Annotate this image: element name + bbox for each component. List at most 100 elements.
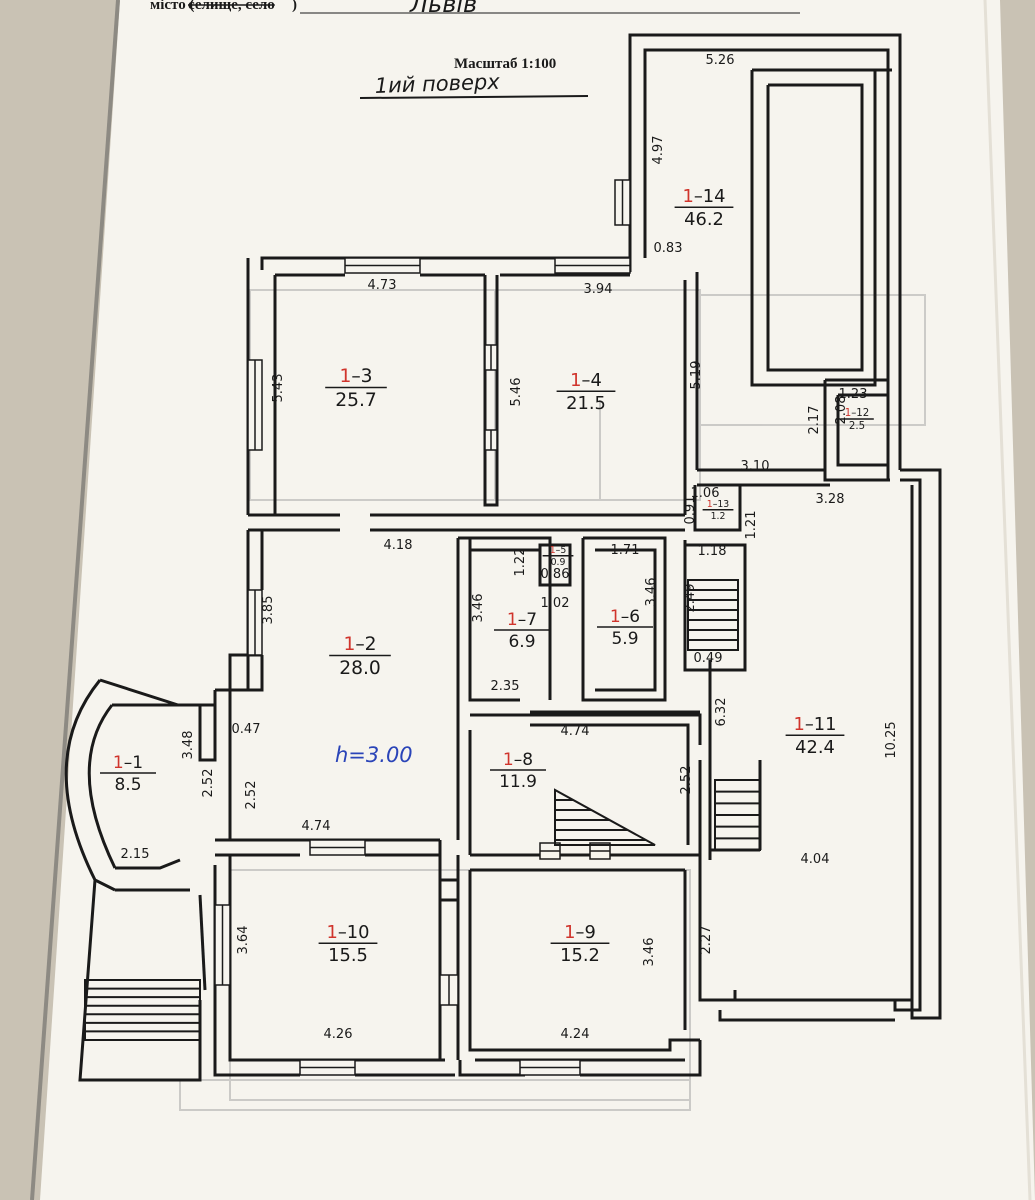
dimension-label: 2.52 xyxy=(244,781,259,810)
room-number-suffix: –12 xyxy=(851,408,869,419)
wall-segment xyxy=(530,723,690,845)
room-number-prefix: 1 xyxy=(343,634,355,655)
dimension-label: 2.27 xyxy=(699,926,714,955)
room-number-suffix: –6 xyxy=(621,607,640,627)
stair-flight xyxy=(714,779,761,851)
window xyxy=(589,842,611,860)
room-area: 0.9 xyxy=(551,557,566,568)
room-area: 11.9 xyxy=(499,772,537,792)
dimension-label: 2.52 xyxy=(679,766,694,795)
room-number-prefix: 1 xyxy=(327,922,338,943)
room-label: 1–131.2 xyxy=(702,499,734,522)
wall-segment xyxy=(595,548,657,692)
room-label: 1–3 25.7 xyxy=(325,366,387,411)
dimension-label: 1.22 xyxy=(513,548,528,577)
room-number: 1–10 xyxy=(327,922,370,943)
dimension-label: 3.94 xyxy=(584,282,613,297)
header-close-paren: ) xyxy=(292,0,297,13)
dimension-label: 6.32 xyxy=(714,698,729,727)
dimension-label: 3.46 xyxy=(642,938,657,967)
dimension-label: 5.43 xyxy=(271,374,286,403)
room-number-prefix: 1 xyxy=(550,545,556,556)
floor-label-underline xyxy=(359,95,589,99)
wall-segment xyxy=(693,485,742,532)
wall-segment xyxy=(483,275,499,507)
room-number: 1–11 xyxy=(794,714,837,735)
dimension-label: 1.23 xyxy=(839,387,868,402)
dimension-label: 5.26 xyxy=(706,53,735,68)
room-area: 15.5 xyxy=(328,945,368,966)
room-number-suffix: –13 xyxy=(713,499,730,510)
room-number-prefix: 1 xyxy=(707,499,713,510)
room-number: 1–9 xyxy=(564,922,596,943)
room-number-prefix: 1 xyxy=(794,714,805,735)
room-number: 1–4 xyxy=(570,370,602,391)
header-city-name: Львів xyxy=(409,0,477,18)
dimension-label: 1.71 xyxy=(611,543,640,558)
room-label: 1–811.9 xyxy=(490,750,546,792)
dimension-label: 4.73 xyxy=(368,278,397,293)
paper-sheet xyxy=(40,0,1035,1200)
room-number-suffix: –9 xyxy=(576,922,596,943)
room-number: 1–3 xyxy=(339,366,372,387)
dimension-label: 2.17 xyxy=(807,406,822,435)
room-number-prefix: 1 xyxy=(845,408,851,419)
room-number-prefix: 1 xyxy=(564,922,575,943)
room-area: 42.4 xyxy=(795,737,835,758)
window xyxy=(214,904,231,986)
room-labels: 1–18.51–228.01–325.71–421.51–50.91–65.91… xyxy=(100,186,874,966)
room-number: 1–14 xyxy=(683,186,726,207)
wall-segment xyxy=(580,1040,702,1077)
page-edge-right xyxy=(983,0,1032,1200)
wall-segment xyxy=(215,688,232,840)
room-label: 1–915.2 xyxy=(550,922,610,966)
room-label: 1–421.5 xyxy=(556,370,616,414)
room-number-suffix: –2 xyxy=(355,634,376,655)
dimension-label: 1.02 xyxy=(541,596,570,611)
dimension-label: 4.04 xyxy=(801,852,830,867)
room-area: 1.2 xyxy=(711,511,726,522)
room-area: 15.2 xyxy=(560,945,600,966)
floor-label: 1ий поверх xyxy=(374,70,500,98)
room-number-suffix: –14 xyxy=(694,186,726,207)
window xyxy=(439,974,459,1006)
dimension-label: 3.64 xyxy=(236,926,251,955)
room-label: 1–18.5 xyxy=(100,753,156,795)
room-area: 21.5 xyxy=(566,393,606,414)
dimension-label: 2.52 xyxy=(201,769,216,798)
header-struck-label: селище, село xyxy=(188,0,275,13)
stair-flight xyxy=(687,579,739,651)
header-city-label: місто ( xyxy=(150,0,194,13)
dimension-label: 1.21 xyxy=(744,511,759,540)
wall-segment xyxy=(766,83,864,372)
wall-segment xyxy=(718,1010,895,1022)
room-number: 1–6 xyxy=(610,607,640,627)
room-number: 1–7 xyxy=(507,610,537,630)
wall-segment xyxy=(78,879,125,1082)
wall-segment xyxy=(468,870,700,1052)
dimension-label: 3.28 xyxy=(816,492,845,507)
wall-segment xyxy=(99,678,179,707)
dimension-label: 0.86 xyxy=(541,567,570,582)
room-label: 1–228.0 xyxy=(329,634,391,679)
window xyxy=(539,842,561,860)
dimension-label: 1.06 xyxy=(691,486,720,501)
window xyxy=(247,589,263,656)
room-number-prefix: 1 xyxy=(503,750,514,770)
dimension-label: 5.46 xyxy=(509,378,524,407)
dimension-label: 0.91 xyxy=(683,496,698,525)
room-number: 1–1 xyxy=(113,753,143,773)
dimension-label: 3.46 xyxy=(471,594,486,623)
stair-flight xyxy=(84,979,201,1041)
wall-segment xyxy=(458,1060,525,1077)
room-area: 25.7 xyxy=(335,390,377,411)
page-shadow-left xyxy=(30,0,120,1200)
room-number: 1–5 xyxy=(550,545,567,556)
wall-segment xyxy=(468,538,520,702)
dimension-label: 3.48 xyxy=(181,731,196,760)
room-number-prefix: 1 xyxy=(610,607,621,627)
dimension-label: 3.85 xyxy=(261,596,276,625)
